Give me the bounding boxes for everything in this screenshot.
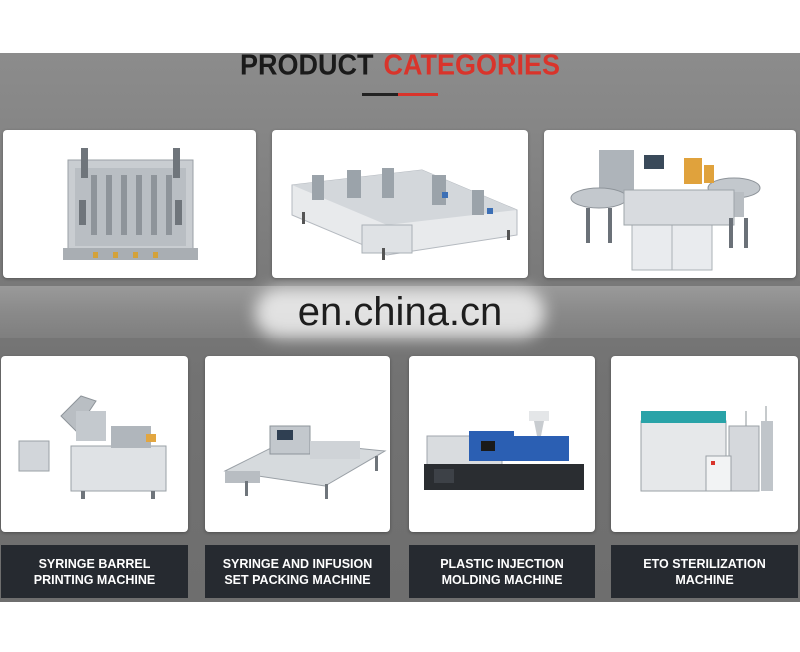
label-line1: SYRINGE BARREL bbox=[38, 556, 151, 571]
category-card-printing[interactable] bbox=[1, 356, 188, 532]
label-line2: PRINTING MACHINE bbox=[33, 572, 156, 587]
label-line1: ETO STERILIZATION bbox=[643, 556, 766, 571]
product-card-assembly-line[interactable] bbox=[272, 130, 528, 278]
category-card-sterilization[interactable] bbox=[611, 356, 798, 532]
automatic-assembly-machine-image bbox=[570, 150, 761, 271]
label-line2: MACHINE bbox=[675, 572, 734, 587]
assembly-line-image bbox=[291, 168, 518, 260]
watermark-glow bbox=[255, 288, 545, 338]
category-card-packing[interactable] bbox=[205, 356, 390, 532]
printing-machine-image bbox=[18, 395, 167, 499]
label-line2: MOLDING MACHINE bbox=[441, 572, 563, 587]
packing-machine-image bbox=[223, 425, 387, 499]
label-line1: PLASTIC INJECTION bbox=[440, 556, 564, 571]
injection-mold-image bbox=[63, 148, 198, 260]
label-line1: SYRINGE AND INFUSION bbox=[222, 556, 373, 571]
label-line2: SET PACKING MACHINE bbox=[224, 572, 371, 587]
top-margin bbox=[0, 0, 800, 53]
title-part-product: PRODUCT bbox=[239, 49, 374, 81]
injection-molding-machine-image bbox=[424, 411, 584, 490]
category-card-injection[interactable] bbox=[409, 356, 595, 532]
section-title: PRODUCT CATEGORIES bbox=[0, 49, 800, 82]
product-card-mold[interactable] bbox=[3, 130, 256, 278]
sterilizer-image bbox=[640, 406, 773, 492]
title-underline bbox=[362, 93, 438, 96]
title-part-categories: CATEGORIES bbox=[383, 49, 560, 81]
watermark-text: en.china.cn bbox=[297, 290, 503, 334]
product-card-assembly-machine[interactable] bbox=[544, 130, 796, 278]
